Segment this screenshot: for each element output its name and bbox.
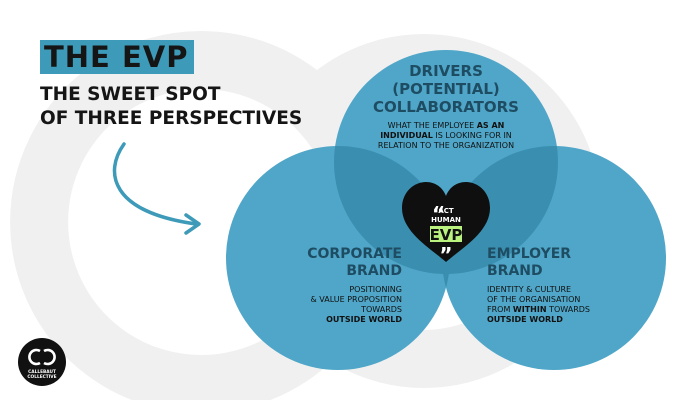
- human-label: HUMAN: [431, 216, 461, 224]
- logo-text-line-2: COLLECTIVE: [27, 374, 56, 380]
- act-label: ACT: [438, 207, 454, 215]
- heart-icon: [402, 182, 490, 262]
- close-quote-icon: ”: [439, 243, 452, 267]
- subtitle-line-2: OF THREE PERSPECTIVES: [40, 108, 303, 129]
- logo-mark-icon: CALLEBAUT COLLECTIVE: [27, 348, 57, 380]
- curved-arrow-icon: [112, 142, 201, 235]
- corporate-desc-line-3: TOWARDS: [360, 305, 402, 314]
- employer-desc-line-3: FROM WITHIN TOWARDS: [487, 305, 590, 314]
- drivers-desc-line-3: RELATION TO THE ORGANIZATION: [378, 141, 514, 150]
- drivers-desc-line-2: INDIVIDUAL IS LOOKING FOR IN: [380, 131, 512, 140]
- callebaut-collective-logo: CALLEBAUT COLLECTIVE: [18, 338, 66, 386]
- page-title: THE EVP: [44, 40, 189, 74]
- title-highlight: THE EVP: [40, 40, 195, 74]
- logo-text-line-1: CALLEBAUT: [28, 369, 56, 375]
- employer-desc-line-1: IDENTITY & CULTURE: [487, 285, 571, 294]
- corporate-desc-line-1: POSITIONING: [349, 285, 402, 294]
- corporate-title-line-1: CORPORATE: [307, 246, 402, 262]
- drivers-title-line-2: (POTENTIAL): [392, 80, 499, 98]
- drivers-desc-line-1: WHAT THE EMPLOYEE AS AN: [388, 121, 505, 130]
- employer-title-line-2: BRAND: [487, 263, 543, 279]
- evp-highlight: [430, 226, 462, 242]
- subtitle-line-1: THE SWEET SPOT: [40, 84, 221, 105]
- corporate-title-line-2: BRAND: [346, 263, 402, 279]
- corporate-desc-bold: OUTSIDE WORLD: [326, 315, 402, 324]
- open-quote-icon: “: [432, 202, 445, 226]
- drivers-title-line-3: COLLABORATORS: [373, 98, 519, 116]
- corporate-desc-line-2: & VALUE PROPOSITION: [311, 295, 403, 304]
- evp-label: EVP: [430, 226, 463, 244]
- employer-desc-bold: OUTSIDE WORLD: [487, 315, 563, 324]
- employer-desc-line-2: OF THE ORGANISATION: [487, 295, 580, 304]
- employer-title-line-1: EMPLOYER: [487, 246, 571, 262]
- drivers-title-line-1: DRIVERS: [409, 62, 483, 80]
